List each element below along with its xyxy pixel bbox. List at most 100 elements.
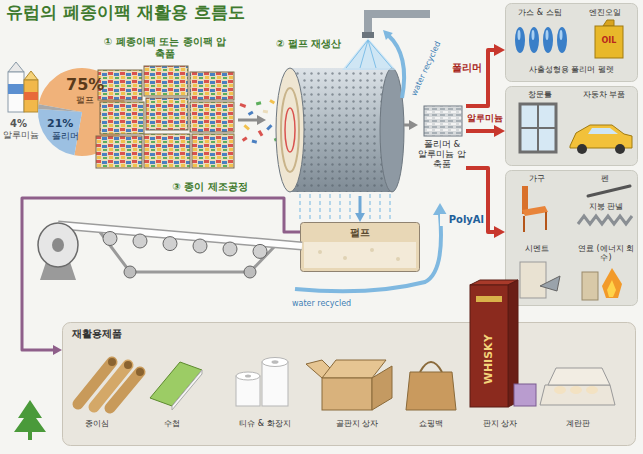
recycled-product-icons [322,378,372,410]
product-caption: 가스 & 스팀 [508,8,572,17]
aluminium-icons [520,127,556,129]
water-pipe [342,38,396,70]
recycled-product-icons [420,362,442,372]
logo [14,400,46,432]
node-outline [506,87,638,166]
recycled-product-icons [124,361,132,369]
product-caption: 수첩 [137,419,207,428]
water-return-arrow [383,30,404,98]
recycled-product-icons [136,368,144,376]
paper-machine [38,223,78,267]
polyal-icons [520,262,546,298]
product-caption: 엔진오일 [575,8,635,17]
text-holder: water recycled [292,299,372,308]
text-holder: 재활용제품 [72,328,162,340]
text-holder: 가스 & 스팀 [508,8,572,17]
product-caption: 자동차 부품 [573,90,635,99]
text-holder: 알루미늄 [467,113,505,123]
text-holder: 75% [66,76,110,94]
shredded-cartons [256,101,262,105]
carton-bales [144,66,188,96]
carton-bales [96,136,142,168]
product-caption: 쇼핑백 [396,419,466,428]
shredded-cartons [252,140,258,144]
polymer-icons [515,27,525,53]
water-return-arrow [295,203,447,291]
carton-bales [98,70,142,100]
product-caption: 재활용제품 [72,328,162,340]
label: OIL [595,36,623,45]
recycled-product-icons [570,386,582,394]
polymer-icons [532,30,535,40]
arrow-head [257,115,266,125]
paper-machine [52,238,64,252]
recycled-product-icons [372,366,392,410]
connector [238,115,266,125]
shredded-cartons [248,111,254,116]
shredded-cartons [266,124,272,130]
product-caption: 연료 (에너지 회수) [575,244,637,262]
polyal-icons [540,276,560,291]
text-holder: 사출성형용 폴리머 펠렛 [508,65,635,74]
aluminium-icons [520,104,556,152]
text-holder: 폴리머 [446,62,482,74]
text-holder: 지붕 판넬 [575,202,637,211]
product-caption: 펜 [580,174,630,183]
product-panel: 창문틀자동차 부품 [505,86,638,166]
pulp-texture [304,242,416,268]
connector-line [466,129,496,133]
product-caption: 지붕 판넬 [575,202,637,211]
edge-label: 알루미늄 [467,113,505,123]
recycled-product-icons [172,370,202,410]
recycled-product-icons [236,372,260,380]
polyal-icons [545,212,547,230]
label: 펄프 [76,95,106,105]
pulp-texture [370,248,374,252]
milk-cartons [24,80,38,112]
polymer-icons [515,20,623,58]
pulp-texture [304,242,416,268]
shredded-cartons [263,110,268,114]
connector [466,168,505,238]
pulp-drips [349,194,351,220]
pulp-texture [318,250,322,254]
recycled-product-icons [554,386,566,394]
text-holder: 펜 [580,174,630,183]
text-holder: 판지 상자 [465,419,535,428]
text-holder: 수첩 [137,419,207,428]
node-outline [506,4,638,82]
edge-label: 폴리머 [446,62,482,74]
product-caption: 시멘트 [508,244,566,253]
text-holder: water recycled [407,35,445,102]
product-caption: 종이심 [62,419,132,428]
carton-bales [146,98,188,130]
aluminium-icons [588,128,618,134]
recycled-product-icons [78,280,615,410]
pulper-drum [290,68,392,192]
carton-bales [144,134,190,168]
paper-machine [58,225,302,246]
product-caption: 가구 [508,174,566,183]
recycled-product-icons [540,385,615,405]
aluminium-icons [577,144,587,154]
recycled-product-icons [548,368,610,385]
recycled-product-icons [262,358,288,367]
arrow-head [409,120,418,130]
paper-machine [58,225,302,246]
bale-group: ① 폐종이팩 또는 종이팩 압축품 [92,36,238,172]
water-pipe [368,40,392,68]
recycled-product-icons [514,384,536,406]
label: water recycled [292,299,372,308]
connector [355,196,365,222]
recycled-product-icons [272,360,279,364]
carton-bales [190,102,234,132]
text-holder: 종이심 [62,419,132,428]
pulper-drum [276,68,404,192]
connector-line [359,196,362,215]
connector [466,125,505,137]
paper-machine [223,242,237,256]
text-holder: 4% [10,118,36,130]
connector-line [466,50,496,106]
pulp-drips [309,194,311,220]
text-holder: 쇼핑백 [396,419,466,428]
